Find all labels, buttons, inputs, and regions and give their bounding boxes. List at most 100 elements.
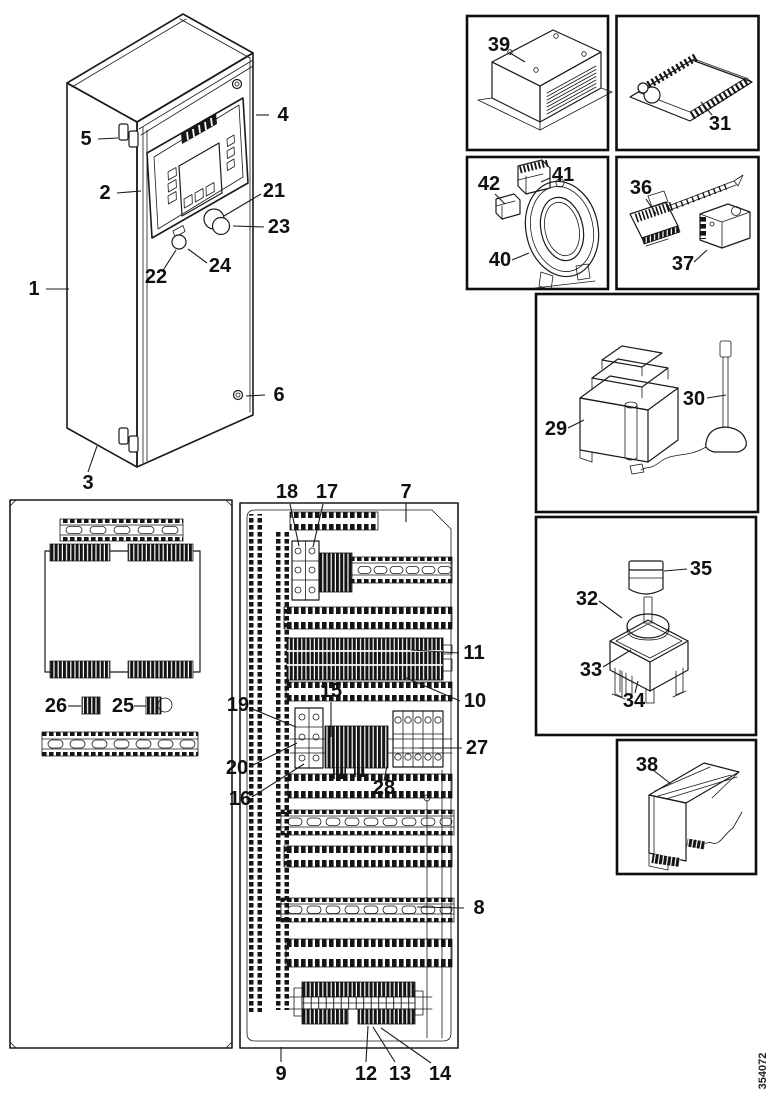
leader-line-30: [706, 394, 727, 399]
callout-41: 41: [552, 164, 574, 186]
door-screw-top: [231, 78, 243, 90]
parts-box-39: [465, 14, 613, 152]
callout-4: 4: [277, 104, 289, 126]
callout-19: 19: [227, 694, 249, 716]
callout-38: 38: [636, 754, 658, 776]
parts-box-29: [534, 292, 760, 514]
leader-line-23: [232, 225, 265, 228]
callout-25: 25: [112, 695, 134, 717]
callout-28: 28: [373, 777, 395, 799]
switch-32-drawing: [609, 596, 689, 699]
antenna-30-drawing: [629, 340, 747, 475]
parts-box-32: [534, 515, 758, 737]
callout-32: 32: [576, 588, 598, 610]
leader-line-14: [380, 1027, 432, 1064]
leader-line-6: [245, 394, 266, 397]
sensor-36-drawing: [629, 190, 681, 247]
leader-line-3: [87, 445, 98, 473]
callout-20: 20: [226, 757, 248, 779]
din-rail-top: [349, 556, 453, 584]
callout-35: 35: [690, 558, 712, 580]
leader-line-10: [403, 676, 461, 702]
leader-line-40: [511, 252, 530, 261]
leader-line-19: [249, 707, 297, 728]
transformer-29-drawing: [579, 345, 679, 463]
leader-line-38: [652, 769, 672, 785]
callout-21: 21: [263, 180, 285, 202]
door-interior-panel-drawing: [9, 499, 233, 1049]
leader-line-39: [509, 52, 526, 63]
leader-line-11: [410, 649, 460, 654]
hinge-bottom: [118, 427, 139, 453]
callout-3: 3: [82, 472, 93, 494]
leader-line-31: [700, 101, 713, 116]
din-rail-lower: [280, 897, 455, 923]
callout-5: 5: [80, 128, 91, 150]
power-supply-drawing: [477, 29, 613, 131]
din-rail-middle: [280, 809, 455, 836]
callout-23: 23: [268, 216, 290, 238]
display-screen: [178, 142, 223, 217]
bracket-legs-33-34-drawing: [611, 667, 687, 704]
display-buttons: [167, 134, 235, 209]
leader-line-22: [161, 249, 177, 273]
leader-line-33: [602, 649, 632, 668]
figure-number: 354072: [757, 1053, 769, 1090]
control-knob-drawing: [203, 208, 231, 236]
leader-line-29: [567, 419, 585, 429]
wire-duct-row-6: [285, 938, 453, 968]
parts-box-36: [615, 155, 760, 291]
callout-17: 17: [316, 481, 338, 503]
callout-36: 36: [630, 177, 652, 199]
door-component-26: [81, 696, 101, 715]
callout-16: 16: [229, 788, 251, 810]
toroid-core-drawing: [524, 178, 600, 291]
callout-10: 10: [464, 690, 486, 712]
relay-block-top: [318, 552, 353, 593]
interior-mounting-panel-drawing: [239, 502, 459, 1049]
module-38-drawing: [648, 762, 743, 871]
callout-42: 42: [478, 173, 500, 195]
leader-line-28: [383, 765, 388, 782]
callout-34: 34: [623, 690, 646, 712]
wire-duct-row-4: [287, 773, 453, 799]
leader-line-42: [494, 193, 506, 205]
module-37-drawing: [699, 203, 751, 249]
callout-22: 22: [145, 266, 167, 288]
wire-duct-vertical-inner: [276, 532, 289, 1010]
callout-31: 31: [709, 113, 731, 135]
breaker-cluster-top: [291, 540, 353, 601]
leader-line-24: [187, 248, 208, 264]
leader-line-17: [312, 503, 324, 548]
wire-duct-row-3: [285, 681, 453, 702]
control-cabinet-drawing: [66, 13, 254, 468]
leader-line-18: [289, 503, 300, 547]
parts-box-31: [615, 14, 760, 152]
cabinet-left-face: [66, 82, 138, 468]
leader-line-41: [540, 177, 551, 183]
callout-14: 14: [429, 1063, 452, 1085]
leader-line-35: [663, 568, 688, 572]
door-screw-bottom: [232, 389, 244, 401]
knob-cap-35-drawing: [628, 560, 664, 595]
breaker-group-right: [392, 710, 444, 768]
leader-line-34: [634, 680, 639, 694]
leader-line-32: [598, 600, 623, 619]
callout-7: 7: [400, 481, 411, 503]
callout-30: 30: [683, 388, 705, 410]
wire-duct-vertical-left: [249, 514, 262, 1012]
cabinet-top-face: [66, 13, 254, 123]
leader-line-5: [97, 137, 119, 140]
parts-box-38: [615, 738, 758, 876]
callout-24: 24: [209, 255, 232, 277]
antenna-rod-drawing: [667, 174, 744, 211]
terminal-block-row-11: [286, 637, 453, 681]
callout-15: 15: [320, 680, 342, 702]
callout-1: 1: [28, 278, 39, 300]
callout-37: 37: [672, 253, 694, 275]
callout-11: 11: [463, 642, 484, 664]
wire-duct-row-1: [289, 511, 379, 531]
door-circuit-board: [44, 543, 201, 679]
